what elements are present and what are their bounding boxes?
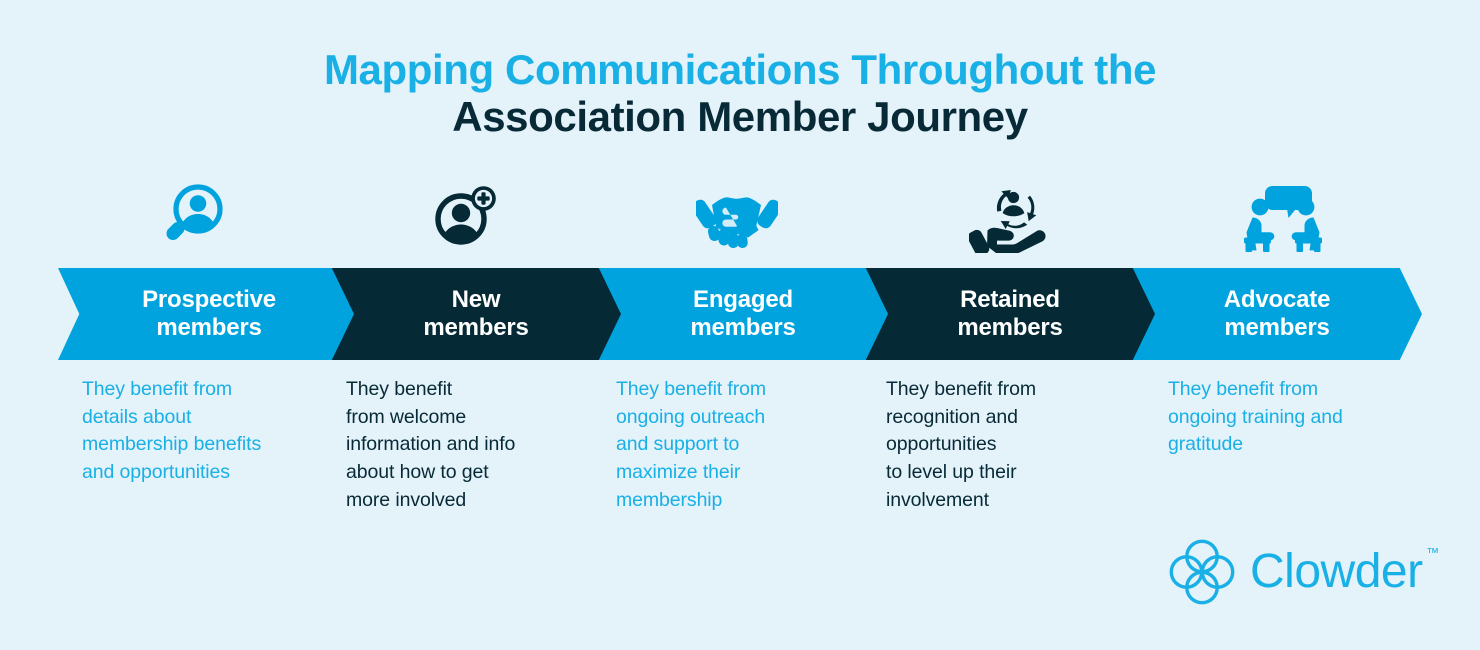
- stage-description-engaged: They benefit from ongoing outreach and s…: [616, 378, 767, 511]
- stage-descriptions-row: They benefit from details about membersh…: [58, 376, 1458, 526]
- title-line-2: Association Member Journey: [452, 93, 1028, 141]
- stage-chevron-advocate[interactable]: Advocate members: [1126, 268, 1422, 360]
- journey-chevron-band: Prospective members New members Engaged …: [58, 268, 1422, 360]
- stage-chevron-engaged[interactable]: Engaged members: [592, 268, 888, 360]
- stage-icon-new: [389, 178, 539, 256]
- stage-label-engaged: Engaged members: [690, 285, 796, 341]
- stage-label-retained: Retained members: [957, 285, 1063, 341]
- person-search-icon: [166, 184, 223, 240]
- stage-icon-advocate: [1208, 178, 1358, 256]
- stage-label-advocate: Advocate members: [1223, 285, 1331, 341]
- clowder-wordmark-text: Clowder: [1250, 545, 1423, 598]
- stage-icons-row: [58, 178, 1422, 256]
- stage-icon-engaged: [662, 178, 812, 256]
- stage-chevron-retained[interactable]: Retained members: [859, 268, 1155, 360]
- stage-label-new: New members: [423, 285, 529, 341]
- stage-description-advocate: They benefit from ongoing training and g…: [1168, 378, 1343, 456]
- stage-chevron-new[interactable]: New members: [325, 268, 621, 360]
- page-title: Mapping Communications Throughout the As…: [0, 46, 1480, 140]
- people-conversation-icon: [1244, 186, 1322, 252]
- stage-description-new: They benefit from welcome information an…: [346, 378, 516, 511]
- clowder-logo[interactable]: Clowder ™: [1168, 536, 1439, 608]
- handshake-icon: [696, 197, 778, 249]
- title-line-1: Mapping Communications Throughout the: [323, 46, 1157, 93]
- trademark-symbol: ™: [1426, 545, 1439, 560]
- stage-description-prospective: They benefit from details about membersh…: [82, 378, 262, 484]
- clowder-quatrefoil-icon: [1169, 539, 1235, 605]
- hand-retention-icon: [969, 190, 1046, 253]
- stage-icon-retained: [935, 178, 1085, 256]
- stage-chevron-prospective[interactable]: Prospective members: [58, 268, 354, 360]
- clowder-wordmark: Clowder ™: [1250, 545, 1439, 598]
- stage-icon-prospective: [116, 178, 266, 256]
- add-person-icon: [435, 186, 496, 245]
- stage-label-prospective: Prospective members: [142, 285, 276, 341]
- stage-description-retained: They benefit from recognition and opport…: [886, 378, 1037, 511]
